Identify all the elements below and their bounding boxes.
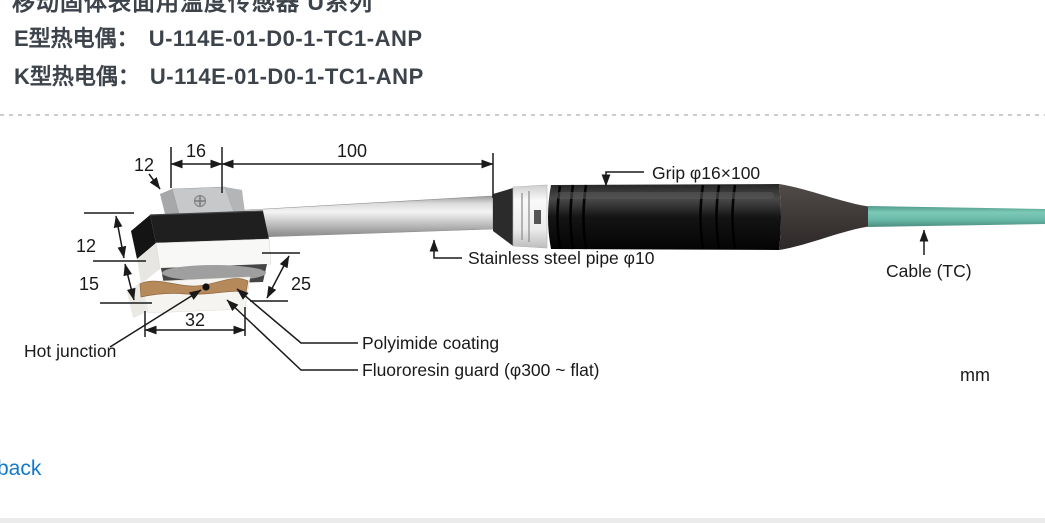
grip-taper-cone (779, 184, 872, 250)
model-line-k-type: K型热电偶： U-114E-01-D0-1-TC1-ANP (14, 59, 424, 91)
dim-head-width: 32 (185, 310, 205, 330)
head-white-block (137, 238, 272, 284)
model-number-k: U-114E-01-D0-1-TC1-ANP (149, 64, 424, 89)
bottom-section-edge (0, 518, 1045, 523)
sensor-plate (162, 265, 266, 281)
probe-illustration (127, 184, 1045, 318)
dim-bracket-offset: 12 (134, 155, 154, 175)
dim-head-upper-height: 12 (76, 236, 96, 256)
model-number-e: U-114E-01-D0-1-TC1-ANP (148, 26, 423, 51)
label-polyimide: Polyimide coating (362, 333, 499, 353)
model-line-e-type: E型热电偶： U-114E-01-D0-1-TC1-ANP (14, 21, 423, 53)
grip (548, 184, 781, 250)
head-bracket (160, 186, 245, 218)
model-label-k: K型热电偶： (14, 64, 140, 89)
label-cable: Cable (TC) (886, 261, 972, 281)
unit-label-mm: mm (960, 365, 990, 385)
grip-highlight (556, 192, 774, 199)
dim-bracket-width: 16 (186, 141, 206, 161)
pipe-collar (493, 188, 513, 246)
grip-grooves (556, 184, 737, 250)
dim-pipe-length: 100 (337, 141, 367, 161)
dashed-separator (0, 114, 1045, 116)
label-grip: Grip φ16×100 (652, 163, 760, 183)
stainless-pipe (229, 195, 494, 239)
hot-junction-dot (202, 283, 210, 291)
head-black-block (131, 210, 269, 259)
label-hot-junction: Hot junction (24, 341, 116, 361)
dim-head-depth: 25 (291, 274, 311, 294)
leader-lines (109, 171, 929, 371)
cable (868, 206, 1045, 227)
dimension-annotations (84, 147, 494, 337)
polyimide-strip (139, 278, 249, 298)
label-fluororesin: Fluororesin guard (φ300 ~ flat) (362, 360, 600, 380)
model-label-e: E型热电偶： (14, 26, 139, 51)
clipped-page-title: 移动固体表面用温度传感器 U系列 (12, 0, 373, 15)
grip-label-band (512, 184, 548, 249)
label-stainless-pipe: Stainless steel pipe φ10 (468, 248, 655, 268)
dim-head-lower-height: 15 (79, 274, 99, 294)
label-band-print (521, 191, 541, 242)
back-link[interactable]: back (0, 457, 42, 480)
